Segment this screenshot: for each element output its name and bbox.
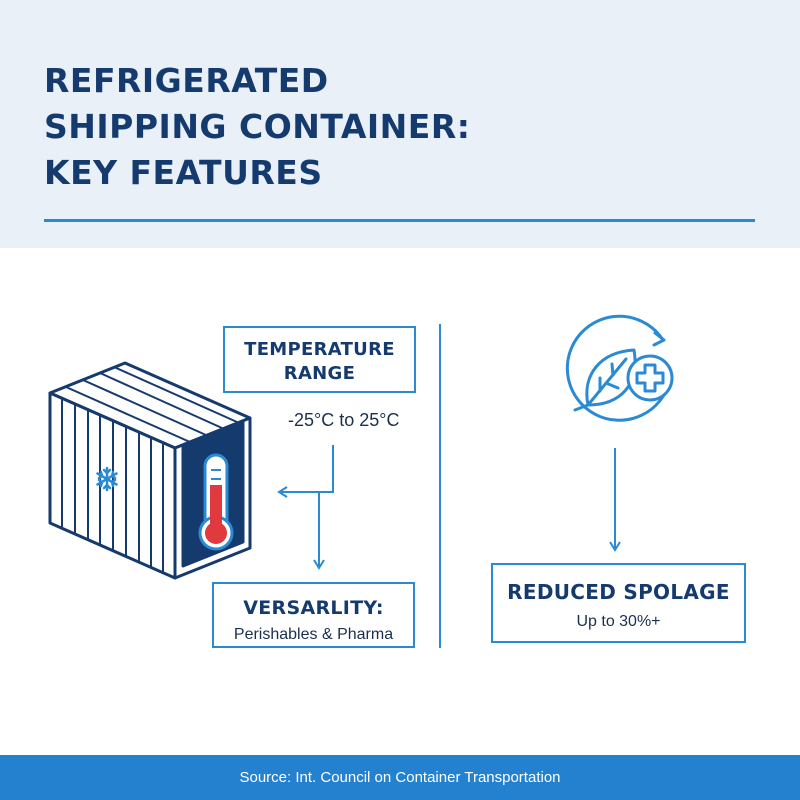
temperature-value: -25°C to 25°C bbox=[288, 410, 400, 430]
temperature-heading-line: RANGE bbox=[283, 363, 356, 384]
spoilage-box: REDUCED SPOLAGE Up to 30%+ bbox=[491, 563, 746, 643]
snowflake-icon bbox=[96, 466, 118, 492]
versatility-detail: Perishables & Pharma bbox=[233, 626, 394, 643]
connector-arrows-left bbox=[277, 445, 334, 570]
header-rule bbox=[44, 219, 755, 222]
title-line: KEY FEATURES bbox=[44, 153, 323, 192]
temperature-heading-line: TEMPERATURE bbox=[244, 339, 395, 360]
header-band: REFRIGERATED SHIPPING CONTAINER: KEY FEA… bbox=[0, 0, 800, 248]
connector-arrow-right bbox=[609, 448, 621, 552]
spoilage-detail: Up to 30%+ bbox=[576, 613, 661, 630]
temperature-heading: TEMPERATURE RANGE bbox=[225, 338, 414, 386]
center-divider bbox=[439, 324, 441, 648]
spoilage-heading: REDUCED SPOLAGE bbox=[507, 580, 730, 604]
versatility-box: VERSARLITY: Perishables & Pharma bbox=[212, 582, 415, 648]
title-line: SHIPPING CONTAINER: bbox=[44, 107, 471, 146]
page-title: REFRIGERATED SHIPPING CONTAINER: KEY FEA… bbox=[44, 58, 470, 196]
versatility-heading: VERSARLITY: bbox=[243, 597, 384, 619]
thermometer-icon bbox=[198, 453, 234, 551]
temperature-range-box: TEMPERATURE RANGE bbox=[223, 326, 416, 393]
title-line: REFRIGERATED bbox=[44, 61, 329, 100]
source-footer: Source: Int. Council on Container Transp… bbox=[0, 755, 800, 800]
leaf-health-cycle-icon bbox=[565, 314, 674, 422]
source-text: Source: Int. Council on Container Transp… bbox=[239, 769, 561, 786]
